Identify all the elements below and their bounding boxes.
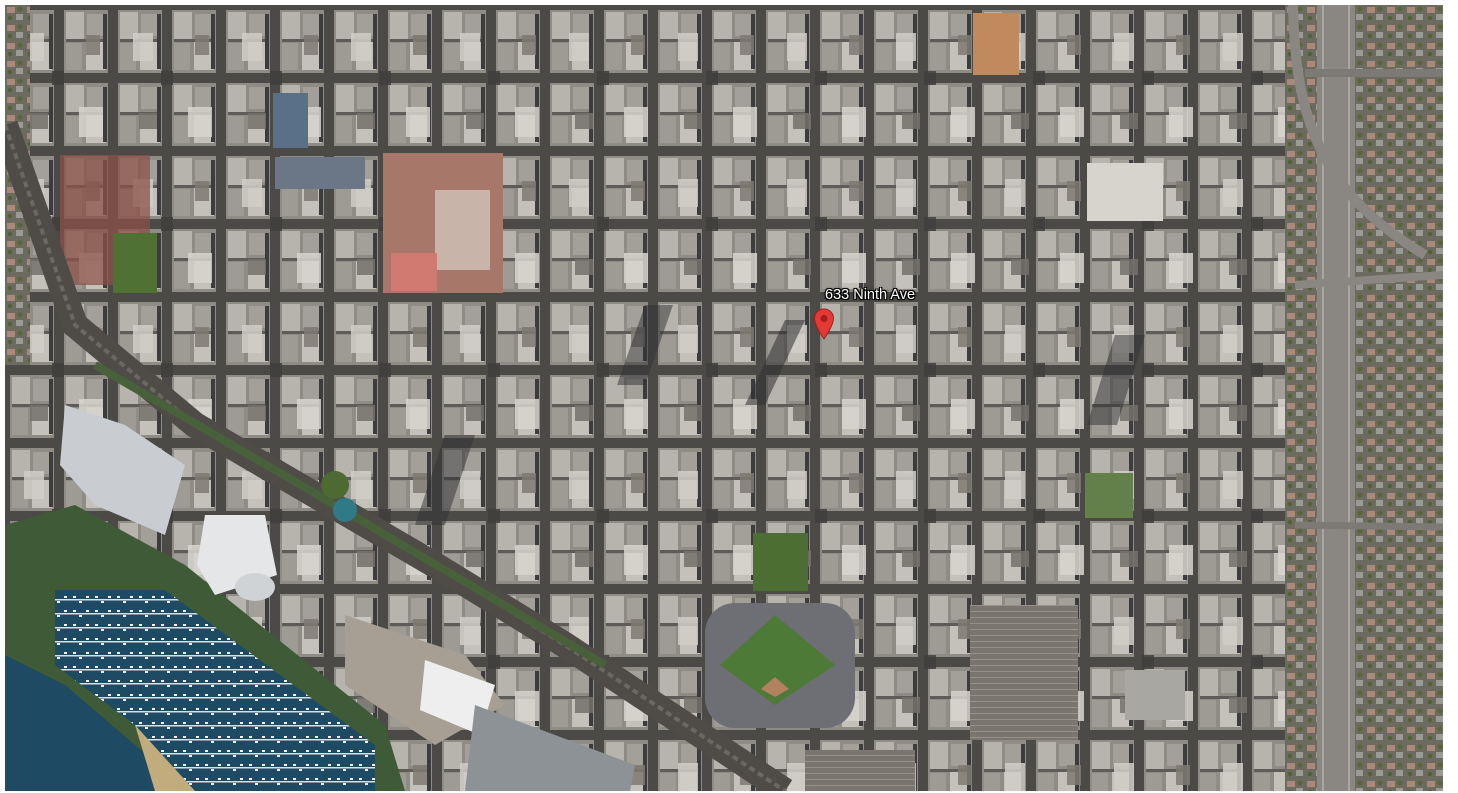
satellite-map[interactable]: 633 Ninth Ave [5,5,1443,791]
map-pin-icon[interactable] [813,308,835,340]
satellite-imagery [5,5,1443,791]
marker-label[interactable]: 633 Ninth Ave [825,287,916,303]
location-marker[interactable]: 633 Ninth Ave [808,287,948,347]
